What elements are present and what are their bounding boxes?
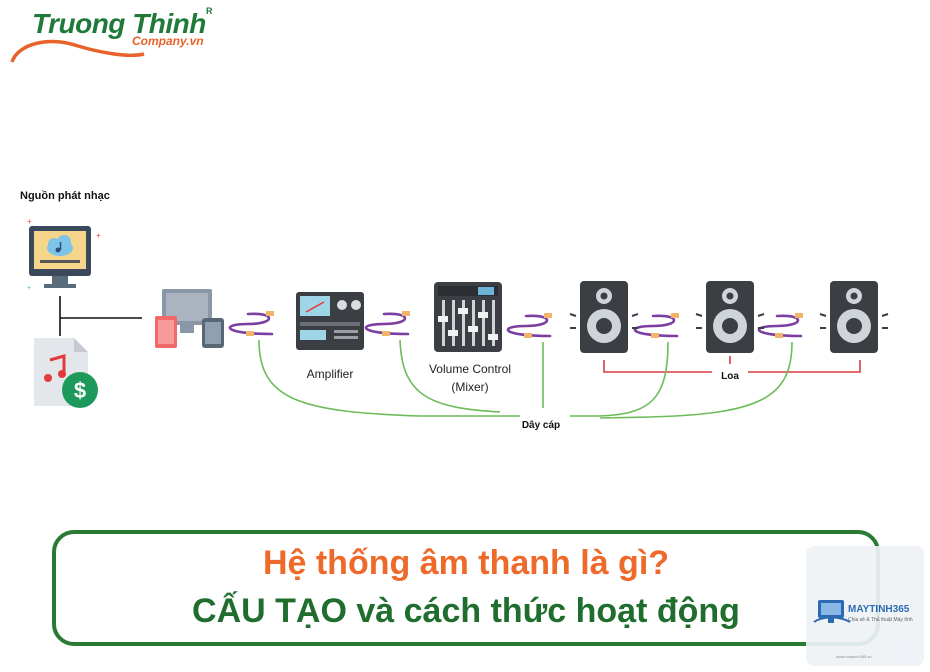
title-banner: Hệ thống âm thanh là gì? CẤU TẠO và cách…	[52, 530, 880, 646]
devices-icon	[155, 289, 224, 348]
cable-icon	[364, 312, 410, 336]
svg-text:+: +	[96, 231, 101, 240]
banner-title-line2: CẤU TẠO và cách thức hoạt động	[192, 592, 740, 630]
brand-subtitle: Company.vn	[132, 34, 204, 48]
svg-text:+: +	[27, 217, 32, 226]
cloud-music-monitor-icon: + + +	[27, 217, 101, 292]
cables-label: Dây cáp	[522, 420, 560, 431]
source-label: Nguồn phát nhạc	[20, 190, 110, 202]
banner-title-line1: Hệ thống âm thanh là gì?	[262, 544, 670, 582]
cable-icon	[228, 312, 274, 336]
watermark-subtitle: Chia sẻ & Thủ thuật Máy tính	[848, 617, 913, 623]
amplifier-label: Amplifier	[307, 367, 354, 381]
watermark-title: MAYTINH365	[848, 604, 910, 615]
amplifier-icon	[296, 292, 364, 350]
watermark-footer: www.maytinh365.vn	[836, 654, 872, 659]
logo-swoosh-icon	[10, 39, 145, 63]
mixer-label-line1: Volume Control	[429, 362, 511, 376]
speaker-icon	[695, 281, 765, 353]
speakers-label: Loa	[721, 371, 739, 382]
sound-system-diagram: Nguồn phát nhạc + + + $	[20, 190, 889, 431]
brand-name: Truong Thinh	[32, 8, 206, 39]
svg-text:+: +	[27, 285, 31, 292]
speaker-icon	[569, 281, 639, 353]
maytinh365-watermark: MAYTINH365 Chia sẻ & Thủ thuật Máy tính …	[806, 546, 924, 666]
brand-logo: Truong Thinh R Company.vn	[8, 4, 228, 66]
speaker-icon	[819, 281, 889, 353]
cable-icon	[757, 314, 803, 338]
svg-text:$: $	[74, 378, 86, 403]
mixer-icon	[434, 282, 502, 352]
dollar-coin-icon: $	[62, 372, 98, 408]
cable-icon	[633, 314, 679, 338]
mixer-label-line2: (Mixer)	[451, 380, 488, 394]
cable-icon	[506, 314, 552, 338]
brand-registered-mark: R	[206, 6, 213, 16]
maytinh365-logo-icon	[813, 600, 851, 623]
